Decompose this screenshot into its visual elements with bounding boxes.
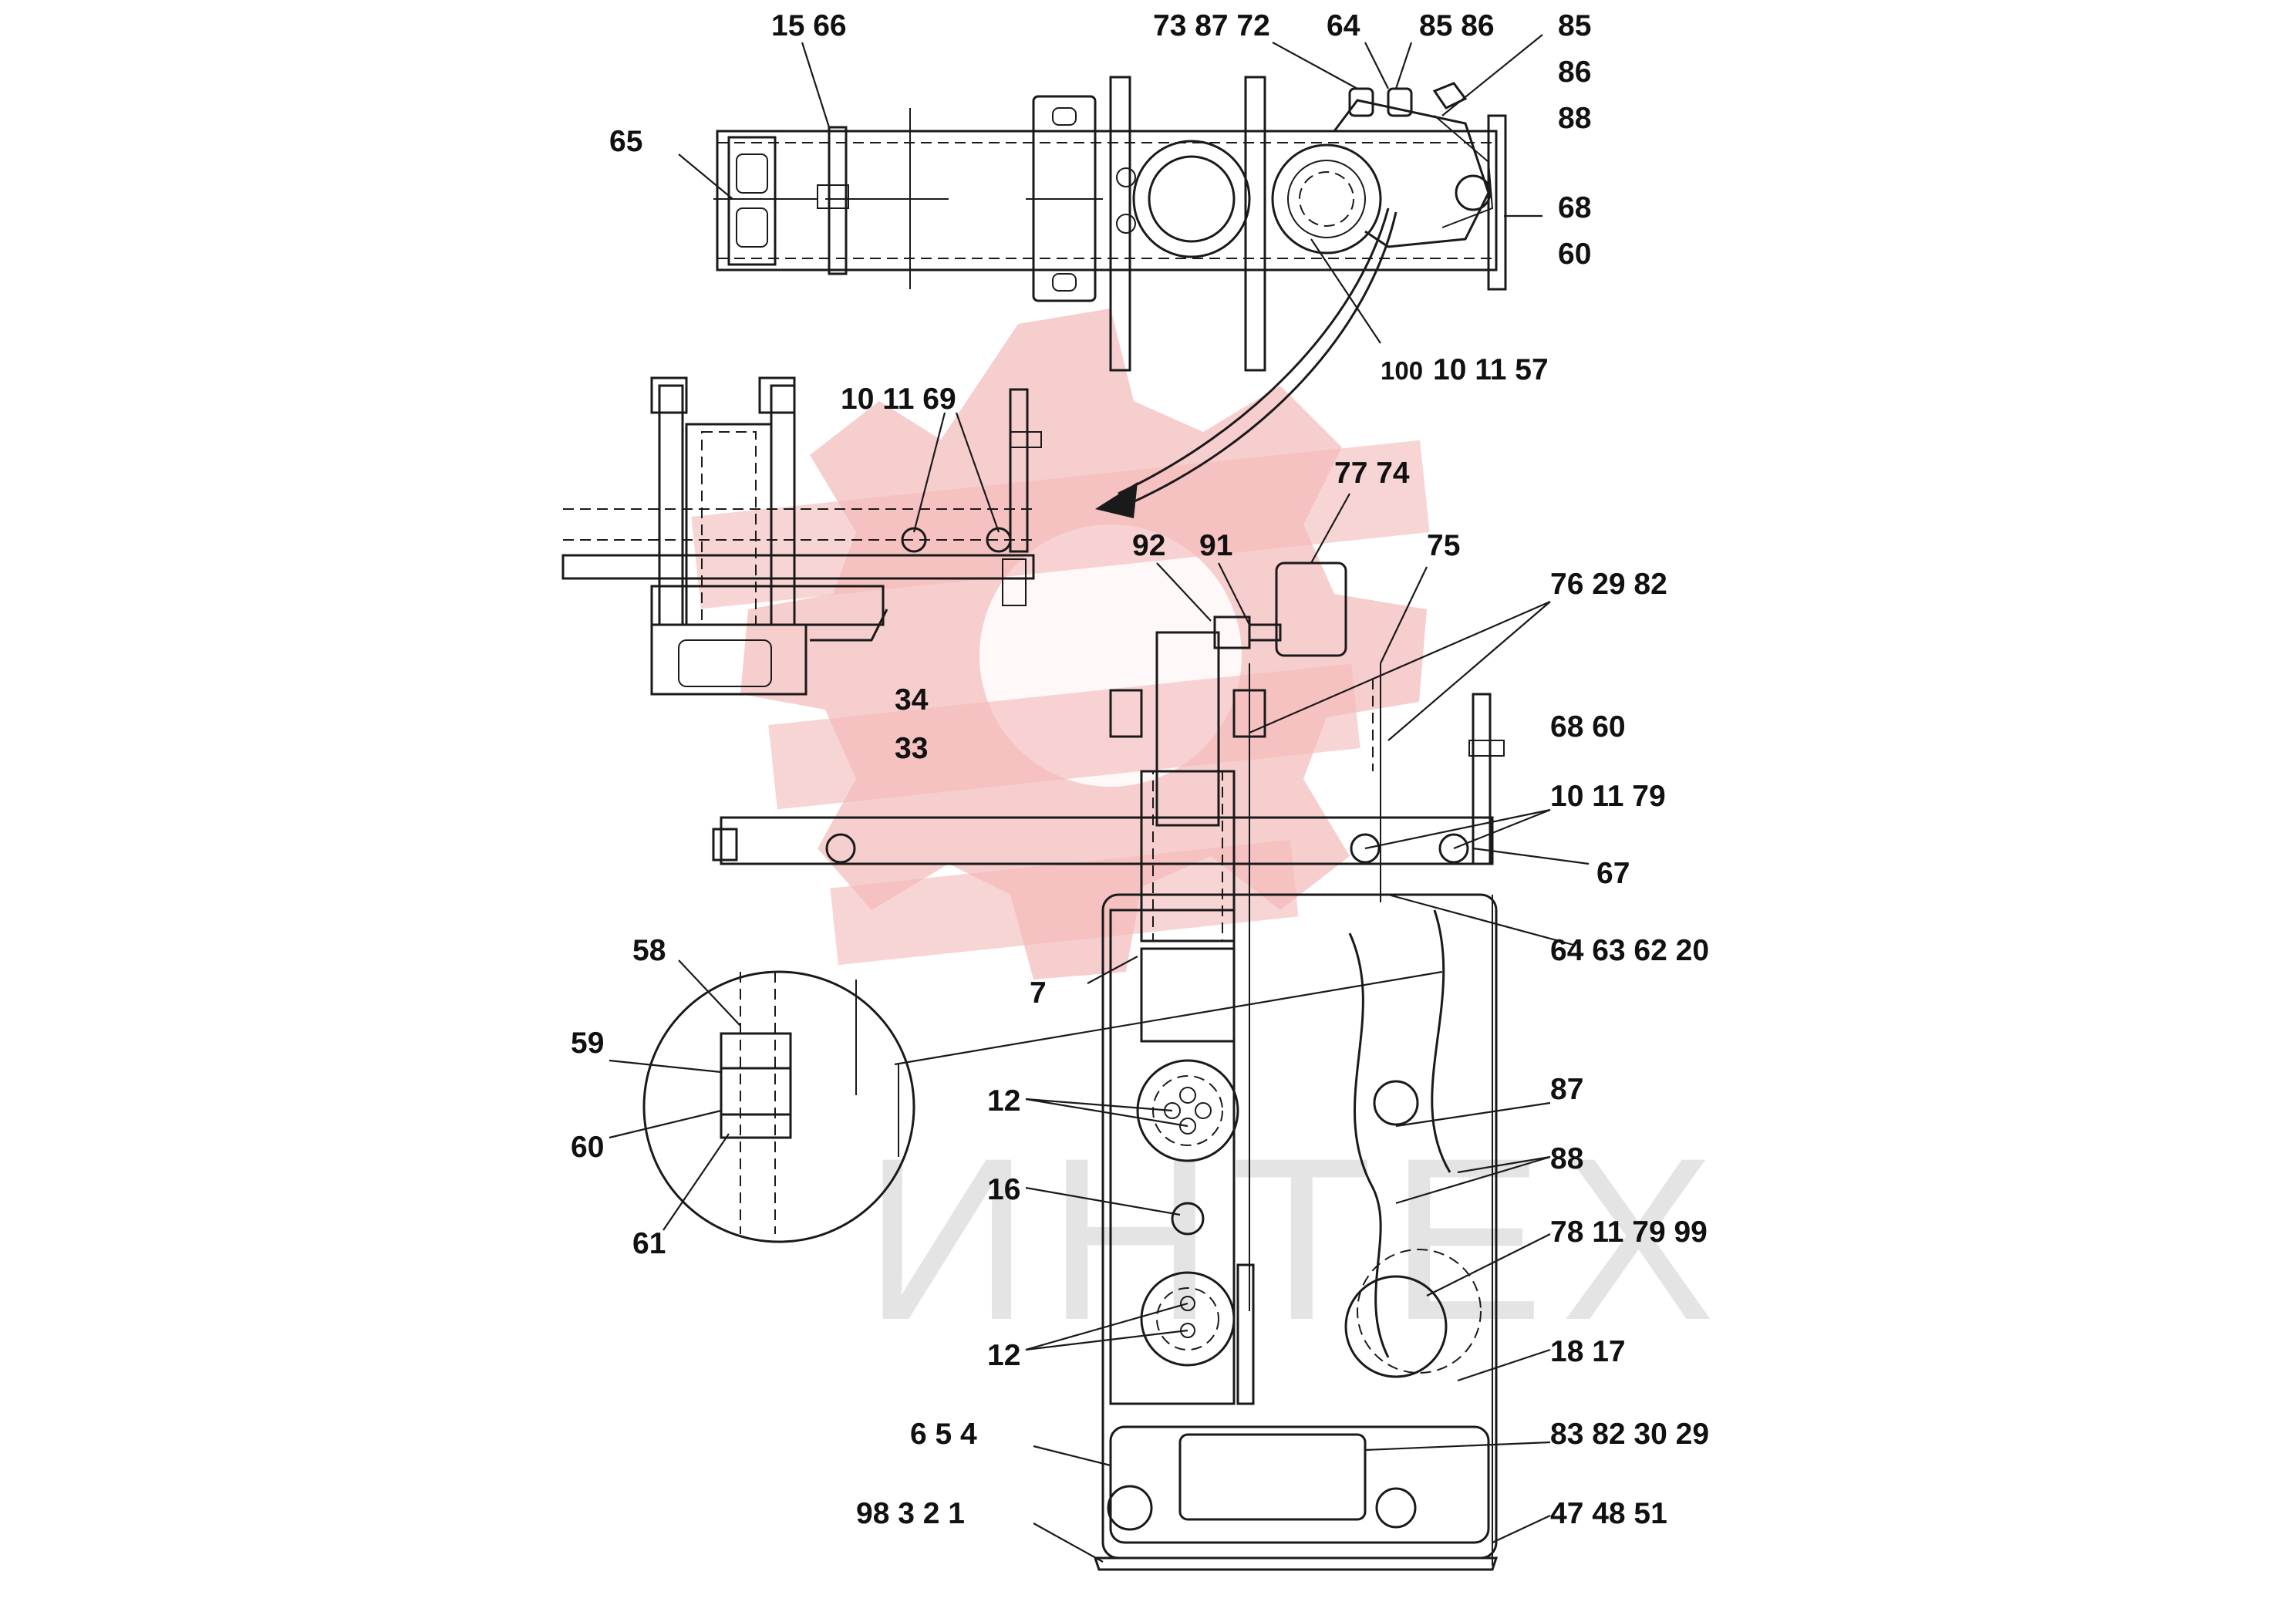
callout-label: 10 11 57 xyxy=(1433,353,1549,386)
front-view xyxy=(712,561,1505,1571)
callout-label: 18 17 xyxy=(1550,1335,1626,1368)
top-view xyxy=(713,76,1507,518)
callout-label: 77 74 xyxy=(1334,457,1410,490)
callout-label: 16 xyxy=(987,1173,1020,1206)
callout-label: 88 xyxy=(1550,1142,1583,1175)
callout-label: 68 60 xyxy=(1550,710,1626,744)
callout-label: 12 xyxy=(987,1084,1020,1118)
callout-label: 61 xyxy=(632,1227,666,1260)
callout-label: 68 xyxy=(1558,191,1591,224)
callout-label: 58 xyxy=(632,934,666,967)
callout-label: 87 xyxy=(1550,1073,1583,1106)
callout-label: 60 xyxy=(1558,238,1591,271)
callout-label: 85 xyxy=(1558,9,1591,42)
callout-label: 75 xyxy=(1427,529,1460,562)
side-view xyxy=(561,376,1042,696)
callout-label: 6 5 4 xyxy=(910,1418,977,1451)
callout-label: 85 86 xyxy=(1419,9,1495,42)
callout-label: 98 3 2 1 xyxy=(856,1497,965,1530)
arrow-head-icon xyxy=(1095,482,1138,518)
callout-label: 100 xyxy=(1381,356,1423,385)
callout-label: 83 82 30 29 xyxy=(1550,1418,1709,1451)
callout-label: 78 11 79 99 xyxy=(1550,1216,1708,1249)
callout-label: 47 48 51 xyxy=(1550,1497,1667,1530)
callout-label: 86 xyxy=(1558,56,1591,89)
callout-label: 65 xyxy=(609,125,642,158)
callout-label: 60 xyxy=(571,1131,604,1164)
callout-label: 59 xyxy=(571,1027,604,1060)
callout-labels: 15 66 73 87 72 64 85 86 85 86 88 65 68 6… xyxy=(571,9,1709,1530)
callout-label: 33 xyxy=(895,732,928,765)
callout-label: 64 xyxy=(1327,9,1360,42)
callout-label: 67 xyxy=(1596,857,1630,890)
callout-label: 73 87 72 xyxy=(1153,9,1270,42)
watermark-logo: ИНТЕХ xyxy=(691,309,1732,1368)
watermark-text: ИНТЕХ xyxy=(864,1109,1732,1368)
callout-label: 34 xyxy=(895,683,929,717)
callout-label: 88 xyxy=(1558,102,1591,135)
callout-label: 10 11 79 xyxy=(1550,780,1666,813)
callout-label: 7 xyxy=(1030,976,1047,1010)
callout-label: 91 xyxy=(1199,529,1232,562)
leader-lines xyxy=(609,34,1590,1563)
callout-label: 92 xyxy=(1132,529,1165,562)
callout-label: 76 29 82 xyxy=(1550,568,1667,601)
callout-label: 10 11 69 xyxy=(841,383,956,416)
callout-label: 15 66 xyxy=(771,9,847,42)
view-direction-arrow xyxy=(1118,207,1390,495)
detail-view xyxy=(642,970,1443,1243)
callout-label: 12 xyxy=(987,1339,1020,1372)
callout-label: 64 63 62 20 xyxy=(1550,934,1709,967)
